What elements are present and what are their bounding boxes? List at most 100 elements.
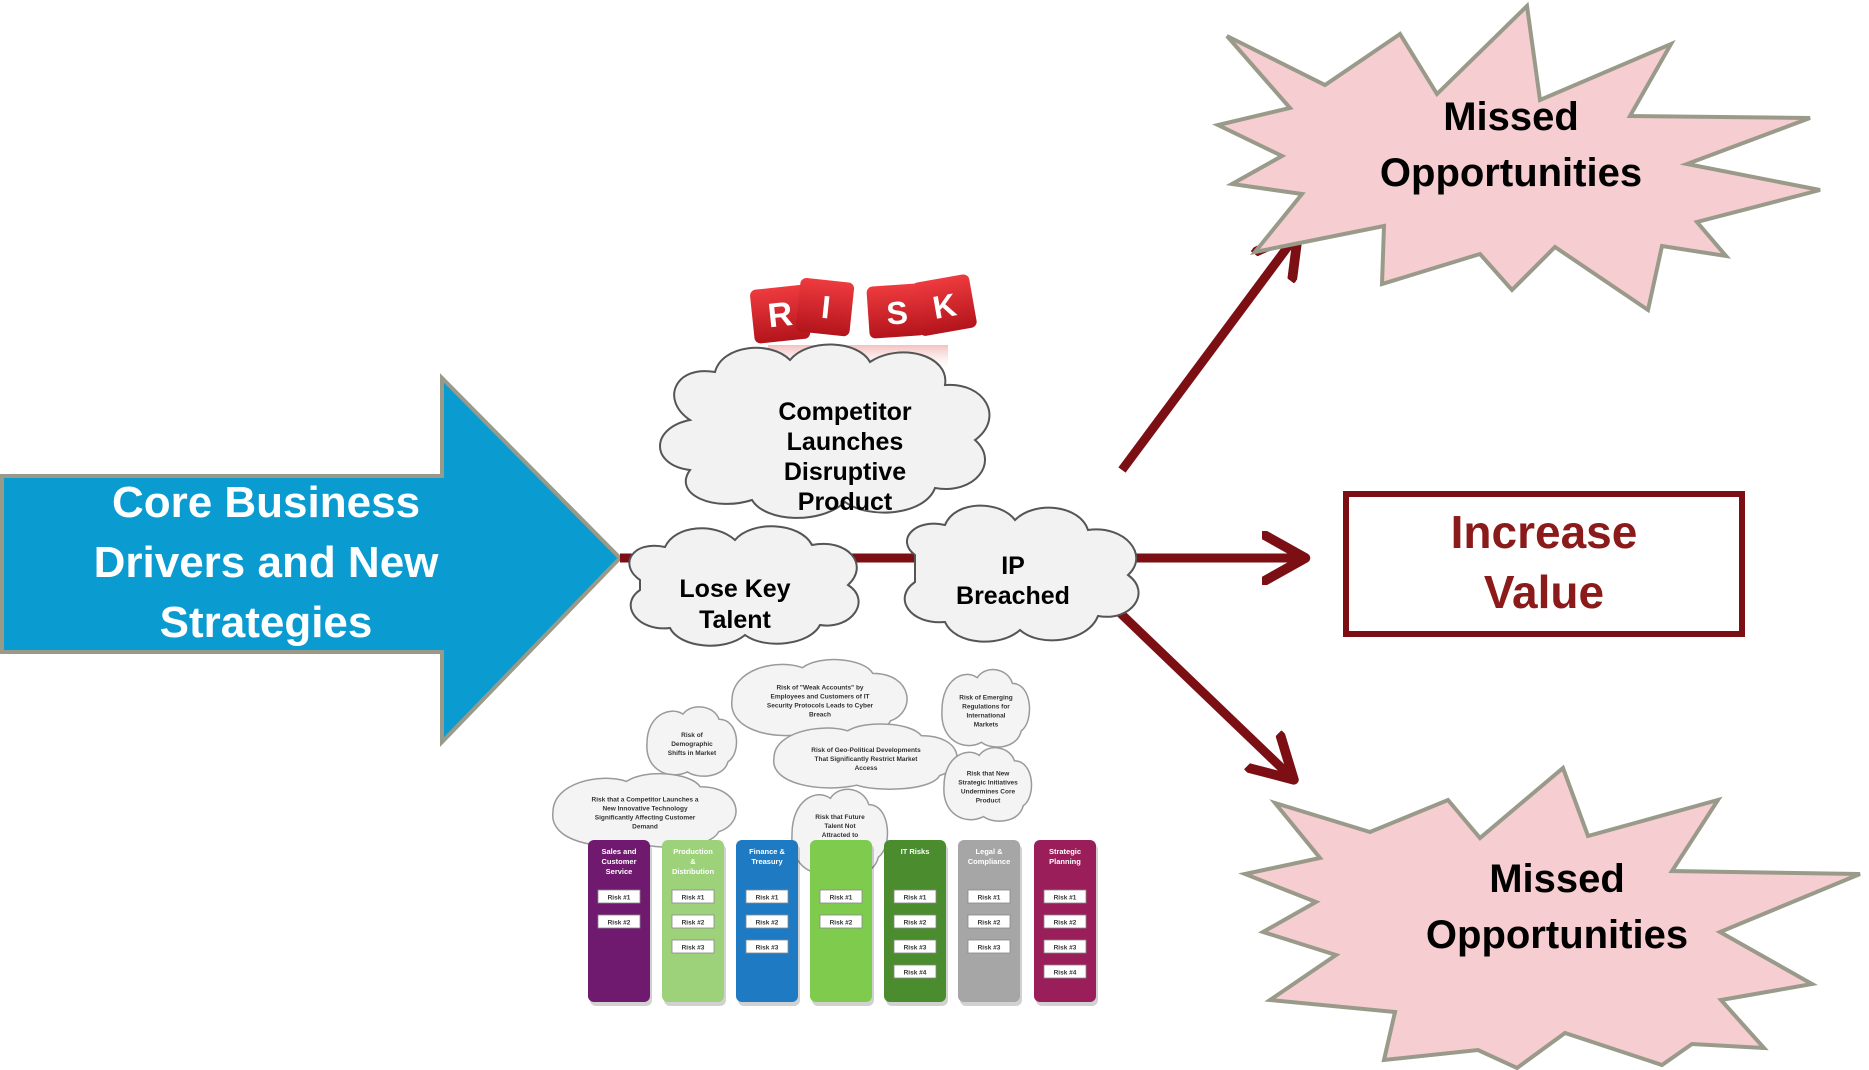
cloud-ip-breached: IP Breached (903, 504, 1140, 643)
risk-column-title: IT Risks (901, 847, 930, 856)
competitor-line-2: Launches (787, 428, 904, 456)
risk-item: Risk #1 (904, 895, 927, 902)
risk-board-cloud-text: That Significantly Restrict Market (815, 756, 919, 763)
risk-die-s: S (866, 283, 926, 339)
risk-item: Risk #1 (1054, 895, 1077, 902)
risk-board-cloud-text: Product (976, 798, 1001, 805)
risk-board-cloud-text: Risk of "Weak Accounts" by (776, 685, 863, 692)
risk-column-title: Treasury (751, 857, 783, 866)
talent-line-1: Lose Key (679, 575, 790, 603)
core-arrow-line-2: Drivers and New (94, 538, 440, 587)
risk-item: Risk #1 (682, 895, 705, 902)
cloud-lose-key-talent: Lose Key Talent (628, 525, 860, 647)
risk-item: Risk #2 (904, 920, 927, 927)
risk-item: Risk #4 (1054, 970, 1077, 977)
risk-board-cloud-text: Security Protocols Leads to Cyber (767, 703, 874, 710)
bottom-outcome-line-2: Opportunities (1426, 913, 1688, 957)
competitor-line-4: Product (798, 488, 893, 516)
svg-text:R: R (766, 295, 794, 335)
risk-column: Risk #1 Risk #2 (810, 840, 874, 1006)
risk-column-title: Service (606, 867, 633, 876)
competitor-line-1: Competitor (778, 398, 912, 426)
risk-column-title: Customer (601, 857, 636, 866)
risk-board-cloud-text: Markets (974, 722, 999, 729)
risk-column-title: Compliance (968, 857, 1011, 866)
risk-dice-icon: R I S K (750, 274, 977, 373)
top-outcome-line-1: Missed (1443, 95, 1579, 139)
risk-board-cloud-text: Employees and Customers of IT (771, 694, 870, 701)
risk-item: Risk #3 (756, 945, 779, 952)
risk-board-cloud-text: New Innovative Technology (602, 806, 688, 813)
risk-column-title: Planning (1049, 857, 1081, 866)
risk-board-cloud: Risk that a Competitor Launches a New Inn… (552, 772, 737, 848)
risk-column-title: Production (673, 847, 713, 856)
risk-board-cloud-text: Risk of Geo-Political Developments (811, 747, 921, 754)
risk-item: Risk #2 (978, 920, 1001, 927)
risk-column-title: Legal & (975, 847, 1003, 856)
burst-missed-opportunities-bottom: Missed Opportunities (1238, 764, 1861, 1070)
risk-item: Risk #2 (830, 920, 853, 927)
risk-board-cloud-text: Undermines Core (961, 789, 1016, 796)
connector-to-bottom-outcome (1111, 604, 1290, 776)
risk-item: Risk #3 (1054, 945, 1077, 952)
risk-die-r: R (750, 285, 811, 344)
risk-board-cloud-text: International (966, 713, 1005, 720)
risk-board-cloud-text: Risk of Emerging (959, 695, 1012, 702)
risk-column-title: Finance & (749, 847, 785, 856)
ip-line-1: IP (1001, 552, 1025, 580)
risk-board-cloud-text: Risk of (681, 732, 704, 739)
burst-missed-opportunities-top: Missed Opportunities (1212, 1, 1821, 314)
risk-item: Risk #2 (756, 920, 779, 927)
core-arrow-line-3: Strategies (160, 598, 373, 647)
svg-text:S: S (885, 294, 909, 331)
risk-item: Risk #2 (1054, 920, 1077, 927)
risk-item: Risk #1 (830, 895, 853, 902)
risk-board-cloud-text: Demographic (671, 741, 713, 748)
competitor-line-3: Disruptive (784, 458, 906, 486)
risk-item: Risk #3 (904, 945, 927, 952)
risk-column-title: Distribution (672, 867, 714, 876)
increase-value-box: Increase Value (1343, 491, 1745, 637)
risk-board-cloud-text: Breach (809, 712, 831, 719)
risk-column-title: Sales and (601, 847, 636, 856)
risk-board-cloud-text: Talent Not (824, 823, 856, 830)
risk-die-i: I (795, 278, 855, 337)
talent-line-2: Talent (699, 606, 771, 634)
risk-column-title: & (690, 857, 696, 866)
risk-die-k: K (912, 274, 977, 336)
risk-board-cloud-text: Attracted to (822, 832, 859, 839)
bottom-outcome-line-1: Missed (1489, 857, 1625, 901)
risk-item: Risk #3 (682, 945, 705, 952)
risk-board-cloud-text: Risk that Future (815, 814, 865, 821)
risk-item: Risk #2 (682, 920, 705, 927)
svg-text:I: I (820, 289, 833, 326)
risk-board-cloud-text: Significantly Affecting Customer (595, 815, 696, 822)
risk-board-cloud-text: Strategic Initiatives (958, 780, 1018, 787)
value-line-2: Value (1484, 566, 1604, 618)
risk-item: Risk #1 (978, 895, 1001, 902)
risk-item: Risk #1 (608, 895, 631, 902)
risk-item: Risk #1 (756, 895, 779, 902)
risk-board-graphic: Risk of "Weak Accounts" by Employees and … (552, 658, 1098, 1006)
risk-board-cloud-text: Shifts in Market (668, 750, 717, 757)
top-outcome-line-2: Opportunities (1380, 151, 1642, 195)
risk-board-cloud-text: Regulations for (962, 704, 1010, 711)
connector-to-top-outcome (1118, 237, 1295, 473)
core-business-arrow: Core Business Drivers and New Strategies (0, 373, 623, 747)
risk-item: Risk #3 (978, 945, 1001, 952)
risk-board-cloud-text: Access (855, 765, 878, 772)
risk-item: Risk #2 (608, 920, 631, 927)
risk-item: Risk #4 (904, 970, 927, 977)
risk-board-cloud: Risk of "Weak Accounts" by Employees and … (731, 658, 908, 738)
risk-board-cloud-text: Risk that a Competitor Launches a (592, 797, 699, 804)
